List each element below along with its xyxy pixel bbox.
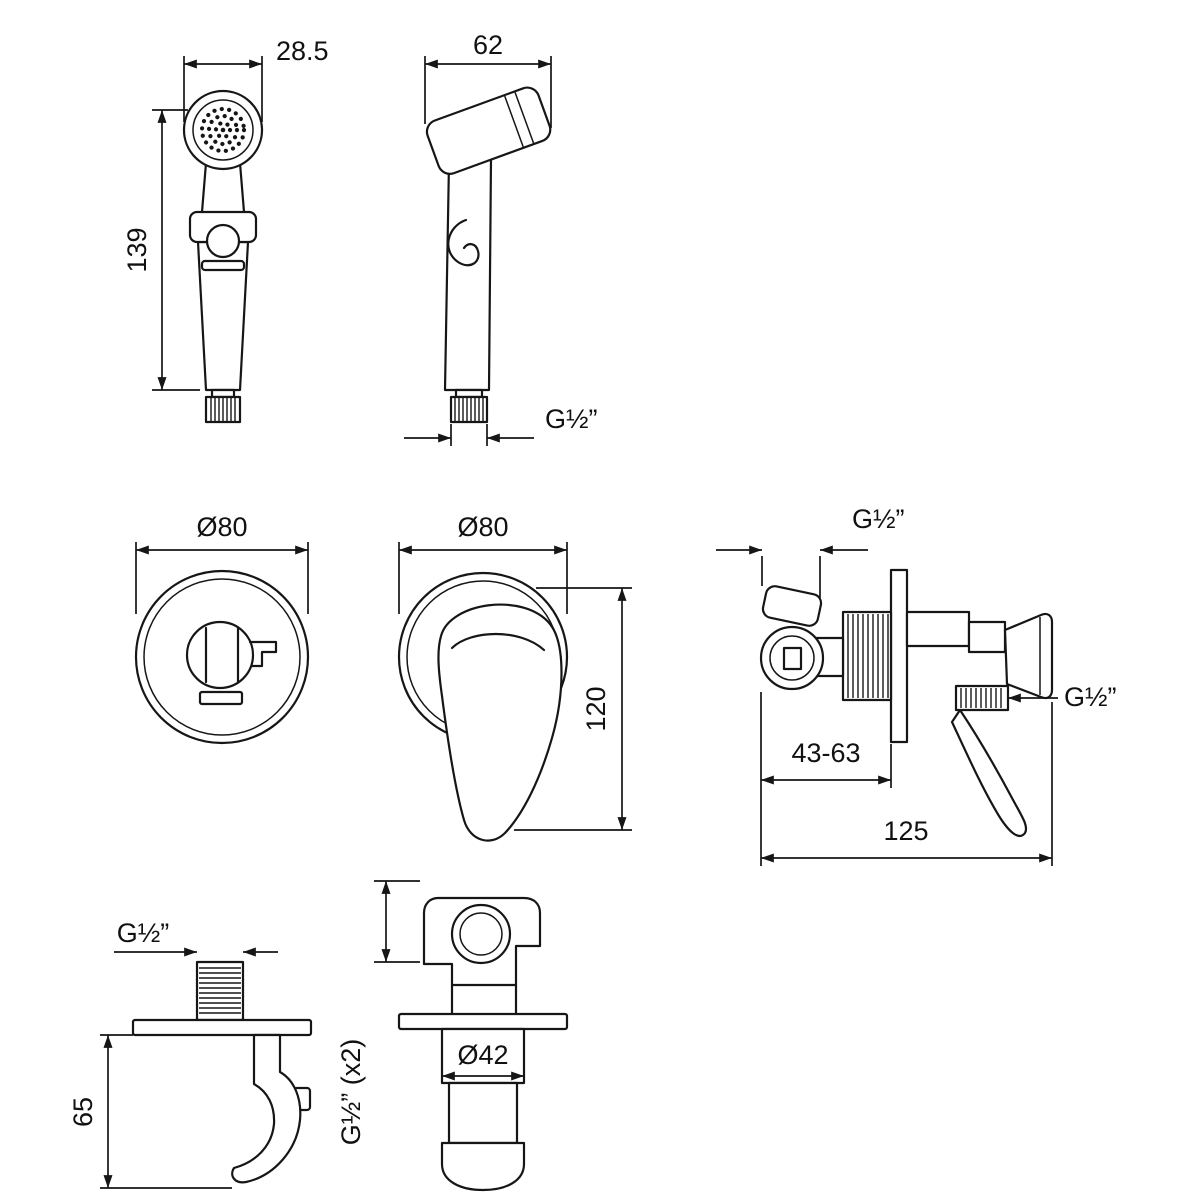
holder-socket xyxy=(185,620,278,706)
dim-outlet-body-diameter: Ø42 xyxy=(457,1040,508,1070)
spray-holder-cone xyxy=(1003,612,1054,700)
dimension-sprayer-length: 139 xyxy=(122,109,200,391)
view-mixer-escutcheon-front: Ø80 120 xyxy=(397,512,632,842)
dimension-head-depth: 62 xyxy=(424,30,552,128)
view-hand-sprayer-front: 28.5 139 xyxy=(122,36,329,424)
sprayer-side-thread xyxy=(449,388,489,424)
dim-outlet-thread: G½” xyxy=(117,918,170,948)
mixer-inlet-assembly xyxy=(759,585,845,691)
dimension-mixer-outlet-thread: G½” xyxy=(1008,682,1117,712)
dimension-outlet-offset: G½” (x2) xyxy=(336,880,420,1146)
dimension-mixer-width: 125 xyxy=(761,702,1053,866)
outlet-top-block xyxy=(422,896,542,1016)
dim-outlet-height: 65 xyxy=(68,1097,98,1127)
dim-sprayer-thread: G½” xyxy=(545,404,598,434)
dim-mixer-escutcheon-diameter: Ø80 xyxy=(457,512,508,542)
sprayer-trigger xyxy=(447,218,480,267)
dim-sprayer-head-depth: 62 xyxy=(473,30,503,60)
mixer-lever-side xyxy=(950,708,1028,838)
dimension-outlet-body-diameter: Ø42 xyxy=(442,1040,524,1081)
dimension-sprayer-thread: G½” xyxy=(404,404,598,446)
trigger-collar xyxy=(188,210,258,272)
sprayer-thread-connector xyxy=(204,388,242,424)
mixer-spout-housing xyxy=(905,610,1007,654)
dimension-mixer-inlet-thread: G½” xyxy=(716,504,905,598)
sprayer-side-head xyxy=(425,86,552,175)
dim-lever-height: 120 xyxy=(581,686,611,731)
dim-holder-escutcheon-diameter: Ø80 xyxy=(196,512,247,542)
dim-sprayer-head-width: 28.5 xyxy=(276,36,329,66)
spray-head xyxy=(182,89,264,171)
view-hand-sprayer-side: 62 G½” xyxy=(404,30,598,446)
dimension-mixer-depth-range: 43-63 xyxy=(760,692,892,866)
dimension-holder-escutcheon-diameter: Ø80 xyxy=(135,512,309,614)
dim-mixer-width: 125 xyxy=(883,816,928,846)
view-wall-outlet-side: G½” 65 xyxy=(68,918,313,1189)
dim-mixer-inlet-thread: G½” xyxy=(852,504,905,534)
dim-mixer-outlet-thread: G½” xyxy=(1064,682,1117,712)
view-holder-escutcheon-front: Ø80 xyxy=(134,512,310,745)
sprayer-side-body xyxy=(443,156,493,392)
view-concealed-mixer-side: G½” 43-63 G½” 125 xyxy=(716,504,1117,866)
mixer-cartridge-thread xyxy=(841,610,893,702)
sprayer-neck xyxy=(200,161,246,214)
dimension-lever-height: 120 xyxy=(514,587,632,831)
dim-sprayer-length: 139 xyxy=(122,227,152,272)
holder-hook-side xyxy=(231,1033,312,1184)
mixer-lever-handle xyxy=(437,603,563,842)
view-wall-outlet-front: G½” (x2) Ø42 xyxy=(336,880,569,1192)
dim-mixer-depth-range: 43-63 xyxy=(791,738,860,768)
dimension-mixer-escutcheon-diameter: Ø80 xyxy=(398,512,568,614)
dimension-outlet-thread: G½” xyxy=(114,918,278,957)
outlet-wall-plate-front xyxy=(397,1012,569,1031)
outlet-wall-plate-side xyxy=(131,1018,313,1037)
dimension-outlet-height: 65 xyxy=(68,1034,232,1189)
dim-outlet-connections: G½” (x2) xyxy=(336,1039,366,1146)
outlet-thread-side xyxy=(195,960,245,1022)
dimension-head-width: 28.5 xyxy=(183,36,329,122)
mixer-wall-plate xyxy=(889,568,909,744)
mixer-outlet-thread xyxy=(954,684,1010,712)
